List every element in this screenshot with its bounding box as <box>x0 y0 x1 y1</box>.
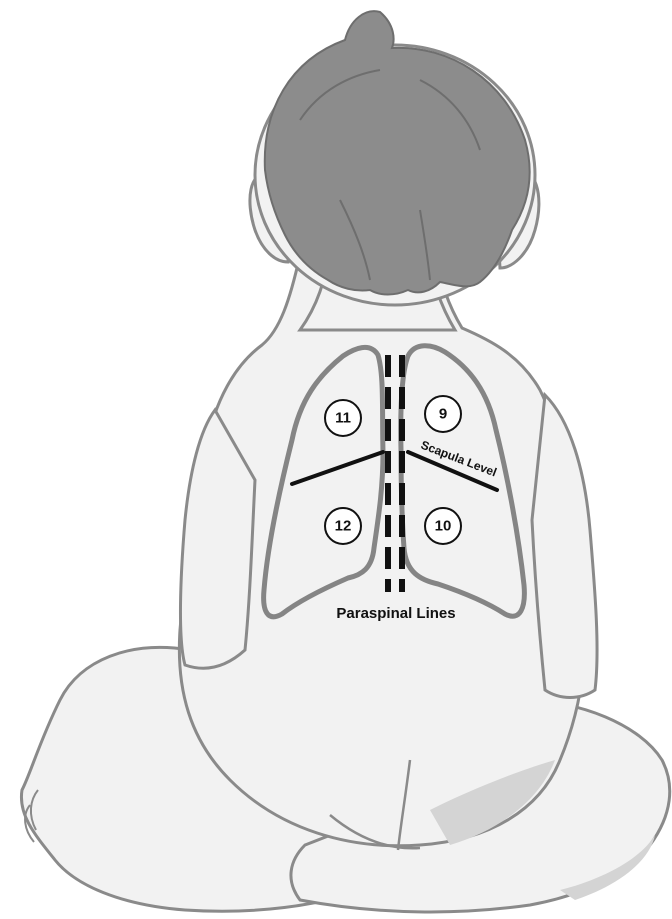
zone-10-marker: 10 <box>425 508 461 544</box>
zone-9-marker: 9 <box>425 396 461 432</box>
right-arm <box>532 395 597 698</box>
child-figure <box>21 11 669 912</box>
hair <box>265 11 530 294</box>
zone-9-label: 9 <box>439 406 447 423</box>
zone-11-marker: 11 <box>325 400 361 436</box>
zone-12-label: 12 <box>335 518 352 535</box>
paraspinal-lines-label: Paraspinal Lines <box>336 605 455 622</box>
zone-11-label: 11 <box>335 410 351 427</box>
zone-12-marker: 12 <box>325 508 361 544</box>
zone-10-label: 10 <box>435 518 452 535</box>
